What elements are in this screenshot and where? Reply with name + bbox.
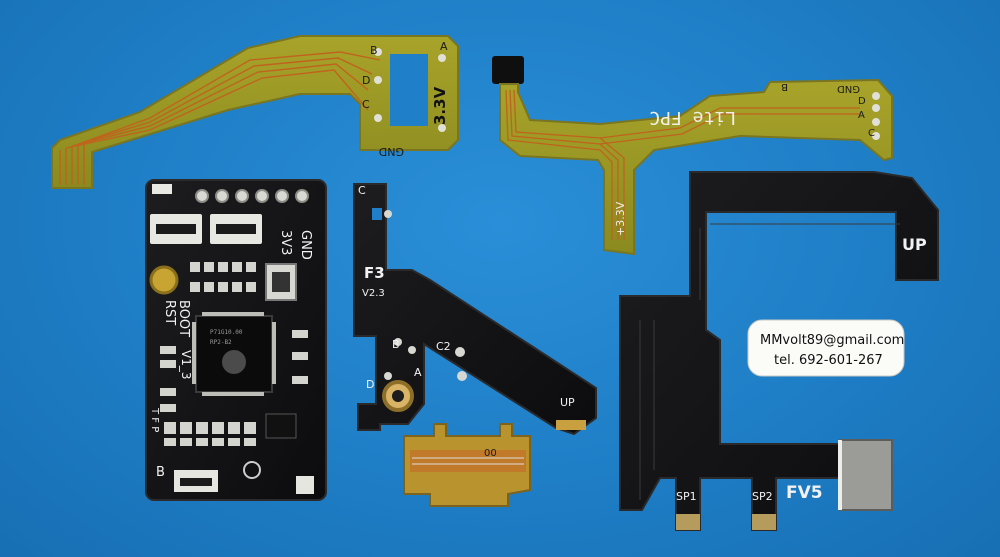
f3-label-up: UP [560, 396, 575, 409]
board-label-tfp: T F P [149, 407, 160, 432]
contact-sticker: MMvolt89@gmail.com tel. 692-601-267 [747, 319, 905, 377]
lite-fpc-title: Lite FPC [649, 107, 736, 128]
lite-fpc-label-a: A [858, 110, 865, 121]
flex-cable-a: B A D C 3.3V GND [51, 35, 459, 189]
board-label-3v3: 3V3 [278, 230, 293, 255]
f3-label-c2: C2 [436, 340, 451, 353]
lite-fpc-label-c: C [868, 128, 875, 139]
fv5-flex-board: UP SP1 SP2 FV5 [619, 171, 939, 531]
fv5-label-title: FV5 [786, 483, 823, 503]
f3-label-c: C [358, 184, 366, 197]
lite-fpc-label-3v3: +3.3V [614, 201, 627, 236]
lite-fpc-label-d: D [858, 96, 866, 107]
f3-label-d: D [366, 378, 374, 391]
fv5-label-up: UP [902, 235, 927, 254]
f3-label-a: A [414, 366, 422, 379]
f3-label-b: B [392, 338, 400, 351]
board-label-boot: BOOT [176, 300, 191, 337]
flex-a-label-gnd: GND [379, 145, 404, 158]
sticker-phone: tel. 692-601-267 [774, 353, 883, 368]
f3-flex-board: C F3 V2.3 B C2 D A UP [353, 183, 597, 436]
flex-cable-lite-fpc: Lite FPC B GND D A C +3.3V [492, 56, 893, 256]
board-label-v1-3: V1_3 [179, 350, 193, 379]
flex-a-label-a: A [440, 40, 448, 53]
f3-label-title: F3 [364, 264, 385, 282]
bridge-flex-board: 00 [403, 423, 531, 507]
f3-label-version: V2.3 [362, 288, 385, 299]
flex-a-label-b: B [370, 44, 378, 57]
mcu-marking-2: RP2-B2 [210, 339, 232, 346]
sticker-email: MMvolt89@gmail.com [760, 333, 904, 348]
board-label-gnd: GND [298, 230, 313, 260]
flex-a-label-c: C [362, 98, 370, 111]
main-pcb-board: P71G10.00 RP2-B2 GND 3V3 BOOT RST V1_3 T… [145, 179, 327, 501]
board-label-b: B [156, 465, 165, 480]
board-label-rst: RST [162, 300, 177, 325]
lite-fpc-label-b: B [781, 81, 788, 92]
bridge-label: 00 [484, 448, 497, 459]
fv5-label-sp2: SP2 [752, 490, 773, 503]
flex-a-label-3v3: 3.3V [431, 86, 449, 125]
lite-fpc-label-gnd: GND [837, 83, 860, 94]
fv5-label-sp1: SP1 [676, 490, 697, 503]
flex-a-label-d: D [362, 74, 370, 87]
mcu-marking-1: P71G10.00 [210, 329, 243, 336]
